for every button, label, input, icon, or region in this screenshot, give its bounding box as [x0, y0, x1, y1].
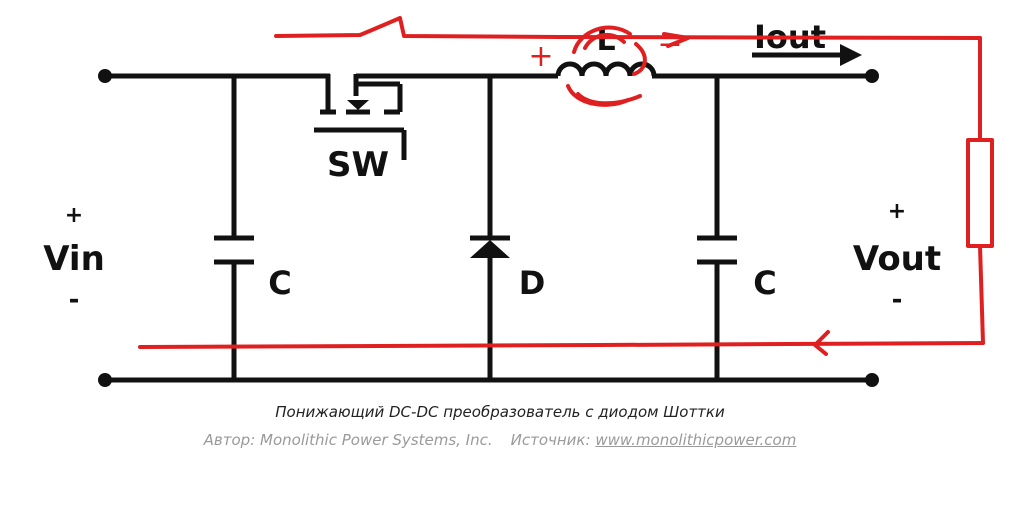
vin-minus-terminal — [98, 373, 112, 387]
diode-triangle — [470, 240, 510, 258]
circuit — [105, 73, 872, 383]
caption-source-label: Источник: — [510, 431, 591, 449]
vout-plus-label: + — [888, 199, 906, 224]
cap-out-label: C — [753, 264, 776, 302]
vin-label: Vin — [43, 239, 105, 279]
vout-label: Vout — [853, 239, 941, 279]
vin-minus-label: - — [69, 285, 80, 315]
caption-author: Автор: Monolithic Power Systems, Inc. — [203, 431, 493, 449]
diode-label: D — [519, 264, 546, 302]
inductor-scribble-top — [572, 25, 632, 54]
inductor-plus-annotation: + — [528, 39, 553, 74]
red-current-arrow — [662, 32, 690, 48]
inductor-coil — [555, 61, 657, 77]
vin-plus-label: + — [65, 203, 83, 228]
iout-arrow-head — [840, 44, 862, 66]
cap-in-label: C — [268, 264, 291, 302]
inductor-label: L — [596, 23, 615, 58]
vout-minus-label: - — [892, 285, 903, 315]
switch-label: SW — [327, 145, 389, 185]
diagram-caption-credit: Автор: Monolithic Power Systems, Inc. Ист… — [0, 431, 1000, 449]
vin-plus-terminal — [98, 69, 112, 83]
diagram-caption-title: Понижающий DC-DC преобразователь с диодо… — [275, 403, 725, 421]
red-bottom-wire — [138, 341, 985, 349]
red-right-wire-lower — [978, 244, 985, 345]
vout-minus-terminal — [865, 373, 879, 387]
load-resistor — [966, 138, 994, 248]
inductor-scribble-right — [632, 42, 647, 76]
vout-plus-terminal — [865, 69, 879, 83]
red-return-arrow — [813, 330, 830, 356]
mosfet-arrow — [347, 100, 369, 110]
red-annotations — [138, 16, 994, 356]
inductor-minus-annotation: − — [657, 27, 682, 62]
caption-source-link[interactable]: www.monolithicpower.com — [595, 431, 797, 449]
red-top-wire — [274, 16, 982, 40]
inductor-scribble-bottom — [566, 84, 642, 107]
